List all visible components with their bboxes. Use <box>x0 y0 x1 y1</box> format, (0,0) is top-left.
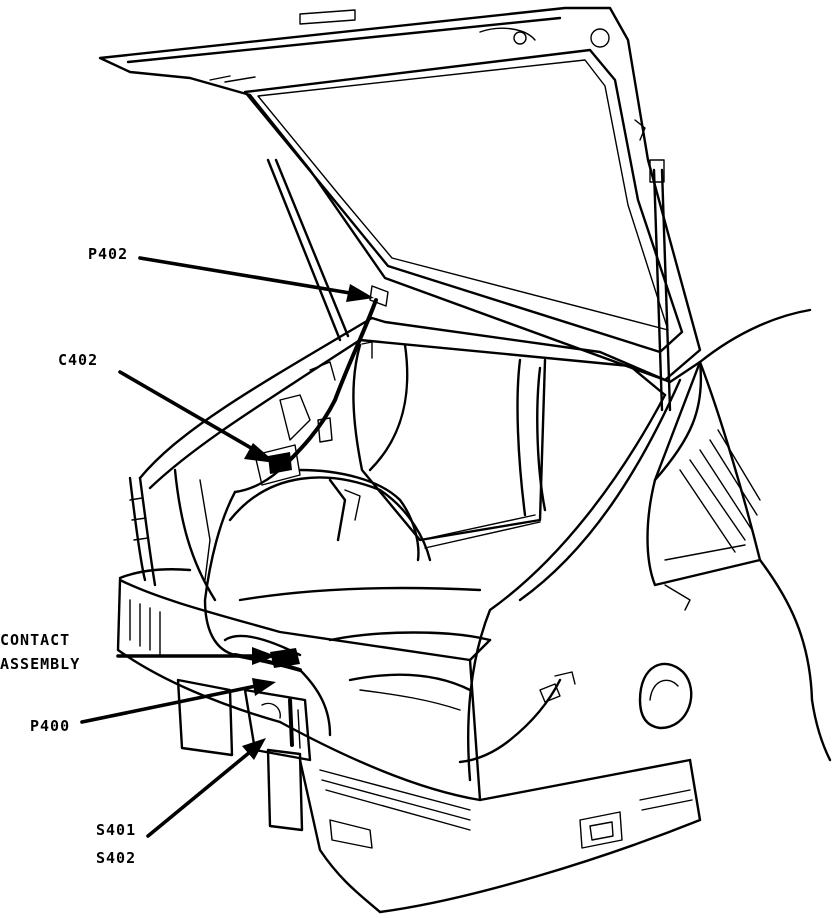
callout-leaders <box>80 256 374 838</box>
arrowhead-c402 <box>244 443 276 463</box>
arrowhead-s401-s402 <box>242 738 266 760</box>
leader-p402 <box>138 256 358 296</box>
leader-c402 <box>118 370 260 454</box>
label-contact-assembly-line2: ASSEMBLY <box>0 655 81 673</box>
wiring-harness <box>203 298 576 764</box>
rear-bumper <box>116 578 702 914</box>
right-quarter-panel <box>638 360 832 762</box>
label-p400: P400 <box>30 717 71 735</box>
label-s401: S401 <box>96 821 137 839</box>
label-p402: P402 <box>88 245 129 263</box>
latch-contact-area <box>223 634 312 762</box>
liftgate-struts <box>266 158 672 412</box>
left-tail-area <box>118 476 192 587</box>
leader-p400 <box>80 684 258 724</box>
arrowhead-p400 <box>252 678 276 696</box>
body-frame <box>138 308 812 782</box>
label-contact-assembly-line1: CONTACT <box>0 631 71 649</box>
arrowhead-contact-assembly <box>252 647 276 665</box>
label-c402: C402 <box>58 351 99 369</box>
label-s402: S402 <box>96 849 137 867</box>
leader-s401-s402 <box>146 750 252 838</box>
arrowhead-p402 <box>346 284 374 302</box>
